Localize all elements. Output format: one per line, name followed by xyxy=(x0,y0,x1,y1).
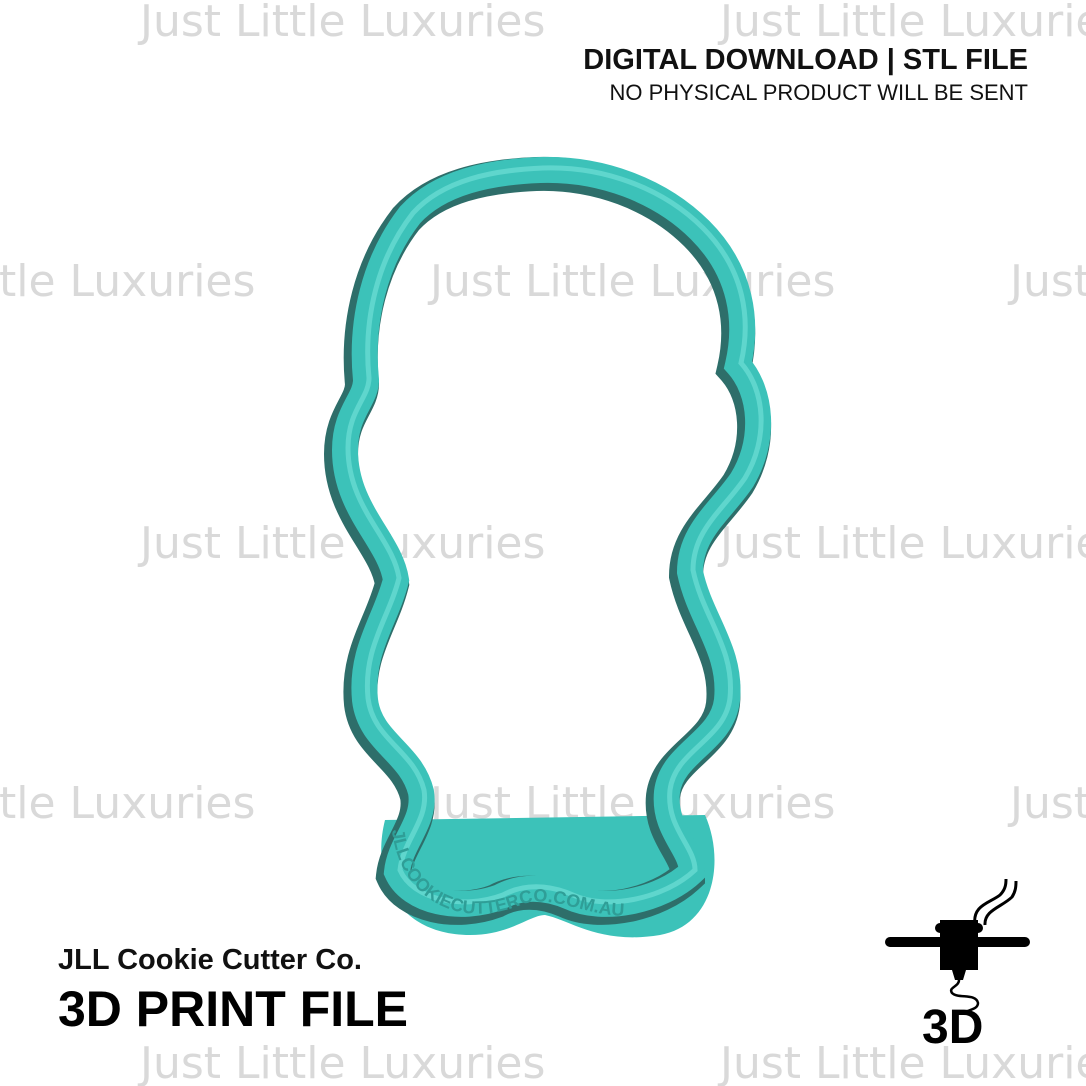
watermark-text: Just Little Luxuries xyxy=(717,518,1086,569)
watermark-text: Just Little Luxuries xyxy=(427,256,835,307)
watermark-text: Just Little Luxuries xyxy=(0,778,255,829)
brand-name: JLL Cookie Cutter Co. xyxy=(58,944,362,976)
header-title: DIGITAL DOWNLOAD | STL FILE xyxy=(583,44,1028,76)
watermark-text: Just Little Luxuries xyxy=(137,0,545,47)
watermark-text: Just Little Luxuries xyxy=(717,1038,1086,1086)
product-type: 3D PRINT FILE xyxy=(58,981,409,1037)
watermark-text: Just Little Luxuries xyxy=(717,0,1086,47)
watermark-text: Just Little Luxuries xyxy=(137,518,545,569)
header-subtitle: NO PHYSICAL PRODUCT WILL BE SENT xyxy=(609,80,1029,105)
3d-printer-icon: 3D xyxy=(885,878,1030,1054)
watermark-text: Just Little Luxuries xyxy=(137,1038,545,1086)
watermark-text: Just Little Luxuries xyxy=(1007,778,1086,829)
watermark-text: Just Little Luxuries xyxy=(1007,256,1086,307)
3d-label: 3D xyxy=(922,1001,983,1054)
watermark-text: Just Little Luxuries xyxy=(0,256,255,307)
